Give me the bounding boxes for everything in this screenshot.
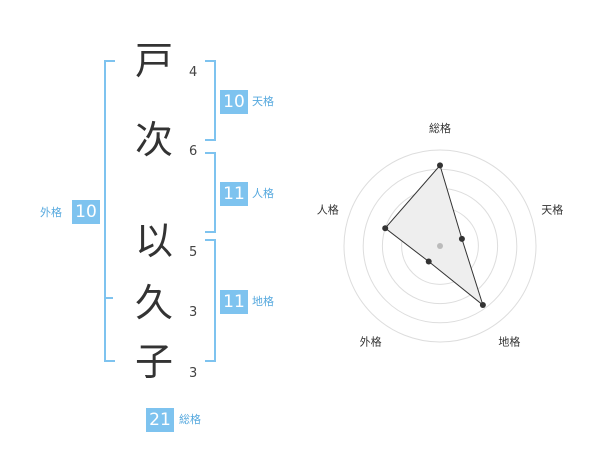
stroke-count-3: 5 xyxy=(189,245,198,260)
radar-center-dot xyxy=(437,243,443,249)
radar-point-5 xyxy=(382,225,389,232)
radar-axis-label-4: 外格 xyxy=(360,334,382,348)
stroke-count-1: 4 xyxy=(189,65,198,80)
radar-axis-label-1: 総格 xyxy=(429,121,451,135)
soukaku-value: 21 xyxy=(146,408,174,432)
radar-point-1 xyxy=(437,162,443,169)
radar-grid-ring xyxy=(343,149,537,343)
tenkaku-label: 天格 xyxy=(252,95,274,108)
radar-axis-label-5: 人格 xyxy=(317,203,339,217)
radar-point-2 xyxy=(458,235,465,242)
chikaku-label: 地格 xyxy=(252,295,274,308)
stroke-count-5: 3 xyxy=(189,366,198,381)
radar-axis-label-3: 地格 xyxy=(498,334,520,348)
chikaku-bracket xyxy=(205,239,216,362)
gaikaku-bracket xyxy=(104,60,115,362)
radar-axis-label-2: 天格 xyxy=(541,203,563,217)
radar-point-4 xyxy=(425,258,432,265)
stroke-count-2: 6 xyxy=(189,144,198,159)
gaikaku-value: 10 xyxy=(72,200,100,224)
tenkaku-value: 10 xyxy=(220,90,248,114)
radar-point-3 xyxy=(479,302,486,309)
gaikaku-bracket-tick xyxy=(104,297,113,299)
soukaku-label: 総格 xyxy=(179,413,201,426)
name-char-1: 戸 xyxy=(134,39,173,83)
jinkaku-value: 11 xyxy=(220,182,248,206)
radar-series-polygon xyxy=(384,164,484,307)
jinkaku-label: 人格 xyxy=(252,187,274,200)
gaikaku-label: 外格 xyxy=(40,206,62,219)
jinkaku-bracket xyxy=(205,152,216,233)
name-char-2: 次 xyxy=(134,118,173,162)
tenkaku-bracket xyxy=(205,60,216,141)
stroke-count-4: 3 xyxy=(189,305,198,320)
name-char-4: 久 xyxy=(134,281,173,325)
name-char-5: 子 xyxy=(134,340,173,384)
name-char-3: 以 xyxy=(134,219,173,263)
chikaku-value: 11 xyxy=(220,290,248,314)
